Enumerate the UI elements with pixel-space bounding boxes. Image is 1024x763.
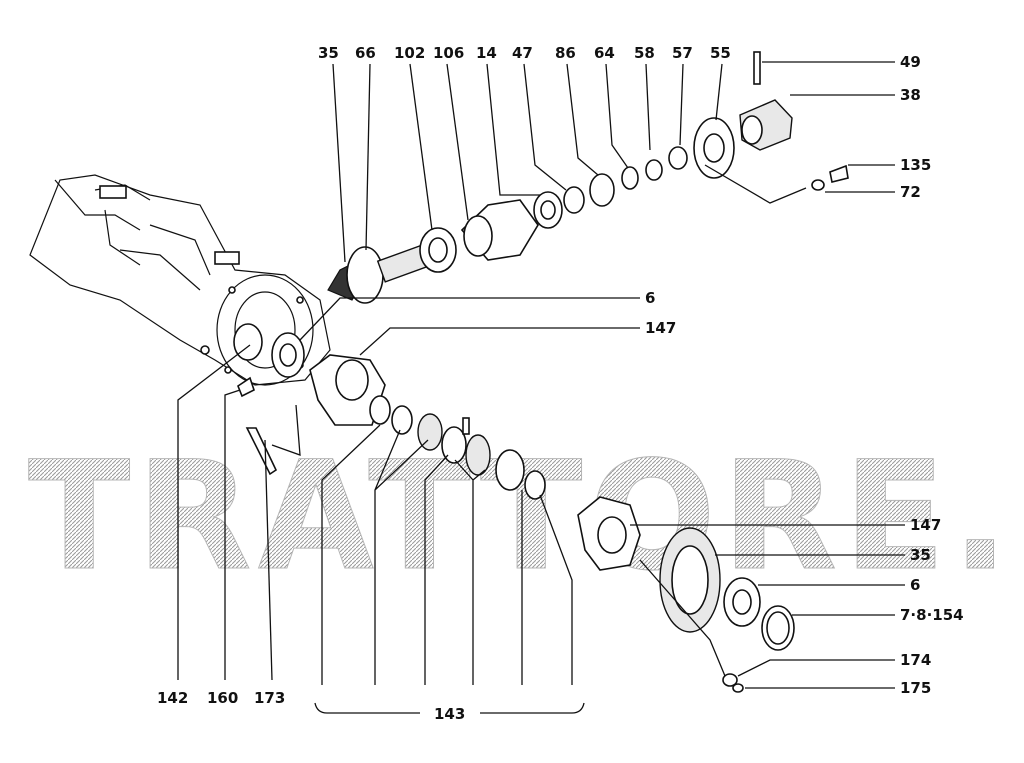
label-175: 175: [900, 679, 931, 697]
label-142: 142: [157, 689, 188, 707]
housing-flange: [216, 274, 314, 386]
axle-shaft-end: [233, 323, 263, 361]
watermark: TRATTORE.IT: [28, 430, 1024, 604]
planet-gear-143: [465, 434, 491, 476]
label-47: 47: [512, 44, 533, 62]
label-55: 55: [710, 44, 731, 62]
side-gear-143: [391, 405, 413, 435]
housing-boss: [99, 185, 127, 199]
bearing-86: [589, 173, 615, 207]
label-6-lower: 6: [910, 576, 920, 594]
label-38: 38: [900, 86, 921, 104]
label-58: 58: [634, 44, 655, 62]
label-35-top: 35: [318, 44, 339, 62]
label-14: 14: [476, 44, 497, 62]
bolt-174: [722, 673, 738, 687]
label-147-upper: 147: [645, 319, 676, 337]
side-gear-143b: [495, 449, 525, 491]
washer-175: [732, 683, 744, 693]
label-102: 102: [394, 44, 425, 62]
label-64: 64: [594, 44, 615, 62]
label-6-upper: 6: [645, 289, 655, 307]
bolt-135: [829, 164, 849, 183]
part-labels: 35 66 102 106 14 47 86 64 58 57 55 49 38…: [157, 44, 964, 723]
label-35-lower: 35: [910, 546, 931, 564]
label-147-lower: 147: [910, 516, 941, 534]
washer-143b: [524, 470, 546, 500]
nut-57: [668, 146, 688, 170]
bolt-160: [237, 376, 255, 398]
label-174: 174: [900, 651, 931, 669]
washer-72: [811, 179, 825, 191]
housing-pad: [214, 251, 240, 265]
bolt-173: [245, 427, 278, 476]
label-160: 160: [207, 689, 238, 707]
washer-58: [645, 159, 663, 181]
label-86: 86: [555, 44, 576, 62]
ring-64: [621, 166, 639, 190]
axle-housing: [29, 174, 331, 386]
label-106: 106: [433, 44, 464, 62]
washer-143a: [369, 395, 391, 425]
thrust-washer-143: [441, 426, 467, 464]
spacer-47: [563, 186, 585, 214]
label-57: 57: [672, 44, 693, 62]
label-135: 135: [900, 156, 931, 174]
label-49: 49: [900, 53, 921, 71]
label-173: 173: [254, 689, 285, 707]
pinion-assembly: [327, 51, 849, 304]
cross-pin: [462, 417, 470, 435]
leader-lines: [177, 61, 905, 714]
label-72: 72: [900, 183, 921, 201]
pinion-flange-66: [346, 246, 384, 304]
label-66: 66: [355, 44, 376, 62]
pin-49: [753, 51, 761, 85]
label-143: 143: [434, 705, 465, 723]
label-7-8-154: 7·8·154: [900, 606, 964, 624]
spider-gear-143: [417, 413, 443, 451]
differential-assembly: [237, 332, 795, 693]
